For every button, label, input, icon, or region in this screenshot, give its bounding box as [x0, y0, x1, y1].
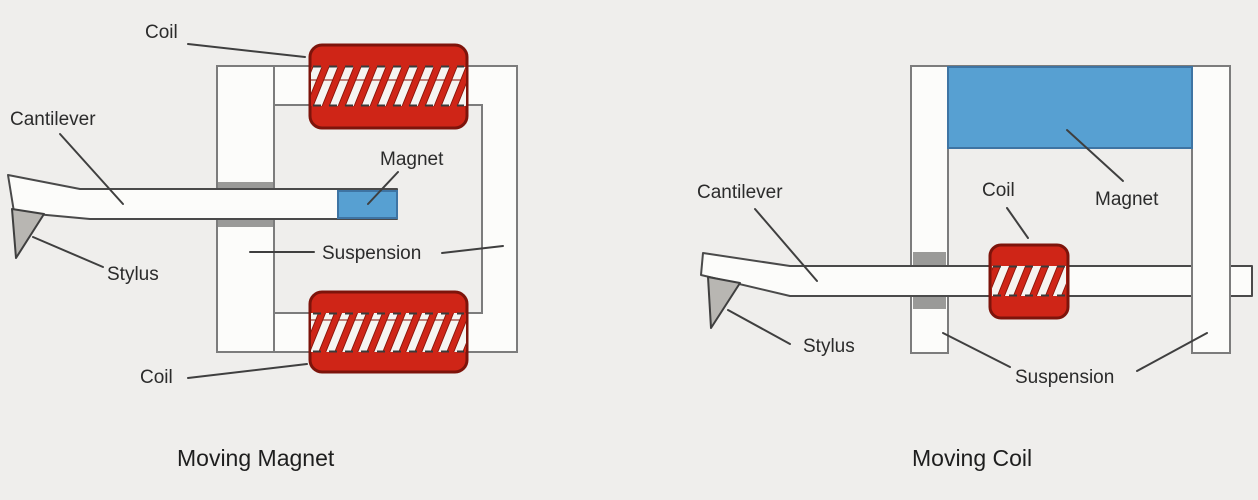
leader-coil-bottom [187, 363, 308, 379]
label-magnet: Magnet [1095, 189, 1159, 210]
label-magnet: Magnet [380, 149, 444, 170]
label-coil-top: Coil [145, 22, 178, 43]
moving-coil-diagram: Cantilever Coil Magnet Stylus Suspension… [697, 65, 1253, 471]
frame-bar-right [1191, 65, 1231, 354]
suspension-pad-bottom [913, 296, 946, 309]
label-stylus: Stylus [107, 264, 159, 285]
magnet-block [947, 66, 1193, 149]
leader-suspension-right [441, 245, 504, 254]
label-coil-bottom: Coil [140, 367, 173, 388]
suspension-pad-bottom [218, 219, 273, 227]
leader-magnet [1066, 129, 1124, 182]
caption-moving-coil: Moving Coil [912, 445, 1032, 471]
leader-cantilever [754, 208, 818, 282]
leader-coil-top [187, 43, 306, 58]
leader-stylus [32, 236, 104, 268]
coil-bottom-windings [311, 313, 466, 352]
coil-windings [992, 266, 1066, 296]
coil-top-windings [311, 67, 466, 106]
suspension-pad-top [913, 252, 946, 265]
leader-coil [1006, 207, 1029, 239]
frame-bar-left [910, 65, 949, 354]
stylus-tip [11, 208, 45, 259]
label-stylus: Stylus [803, 336, 855, 357]
moving-magnet-diagram: Coil Cantilever Magnet Suspension Stylus… [7, 22, 518, 471]
label-suspension: Suspension [1015, 367, 1114, 388]
cantilever-arm [700, 252, 1253, 297]
label-cantilever: Cantilever [697, 182, 783, 203]
leader-suspension-right [1136, 332, 1208, 372]
label-suspension: Suspension [322, 243, 421, 264]
stylus-tip [707, 276, 741, 329]
leader-cantilever [59, 133, 124, 205]
leader-stylus [727, 309, 791, 345]
leader-magnet [367, 171, 399, 205]
caption-moving-magnet: Moving Magnet [177, 445, 335, 471]
leader-suspension-left [942, 332, 1011, 368]
suspension-pad-top [218, 182, 273, 190]
label-coil: Coil [982, 180, 1015, 201]
label-cantilever: Cantilever [10, 109, 96, 130]
